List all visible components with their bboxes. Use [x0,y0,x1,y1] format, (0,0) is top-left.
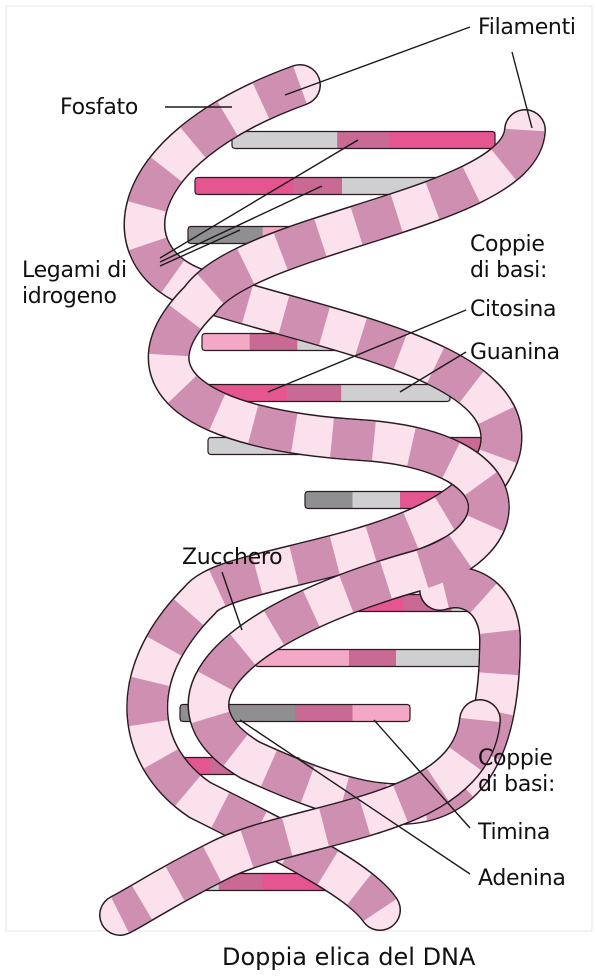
base-pair [255,650,491,667]
label-timina: Timina [478,820,550,846]
label-zucchero: Zucchero [182,545,282,571]
base-segment [305,492,353,509]
label-coppie-di-basi-bottom: Coppie di basi: [478,746,555,798]
base-segment [188,227,226,244]
base-segment [285,132,338,149]
base-segment [244,178,294,195]
base-segment [202,334,250,351]
base-segment [302,650,350,667]
base-segment [295,705,353,722]
base-segment [390,132,443,149]
label-fosfato: Fosfato [60,95,138,121]
base-segment [287,385,342,402]
base-segment [353,705,411,722]
base-pair [232,132,496,149]
figure-caption: Doppia elica del DNA [222,943,475,971]
base-segment [342,178,392,195]
base-segment [238,705,296,722]
label-citosina: Citosina [470,297,556,323]
label-legami-di-idrogeno: Legami di idrogeno [22,258,127,310]
base-segment [341,385,396,402]
label-coppie-di-basi-top: Coppie di basi: [470,232,547,284]
label-adenina: Adenina [478,866,566,892]
base-segment [396,650,444,667]
base-segment [337,132,390,149]
label-filamenti: Filamenti [478,15,576,41]
base-segment [349,650,397,667]
base-segment [293,178,343,195]
base-segment [195,178,245,195]
base-segment [263,874,307,891]
label-guanina: Guanina [470,340,560,366]
base-segment [353,492,401,509]
base-segment [442,132,495,149]
